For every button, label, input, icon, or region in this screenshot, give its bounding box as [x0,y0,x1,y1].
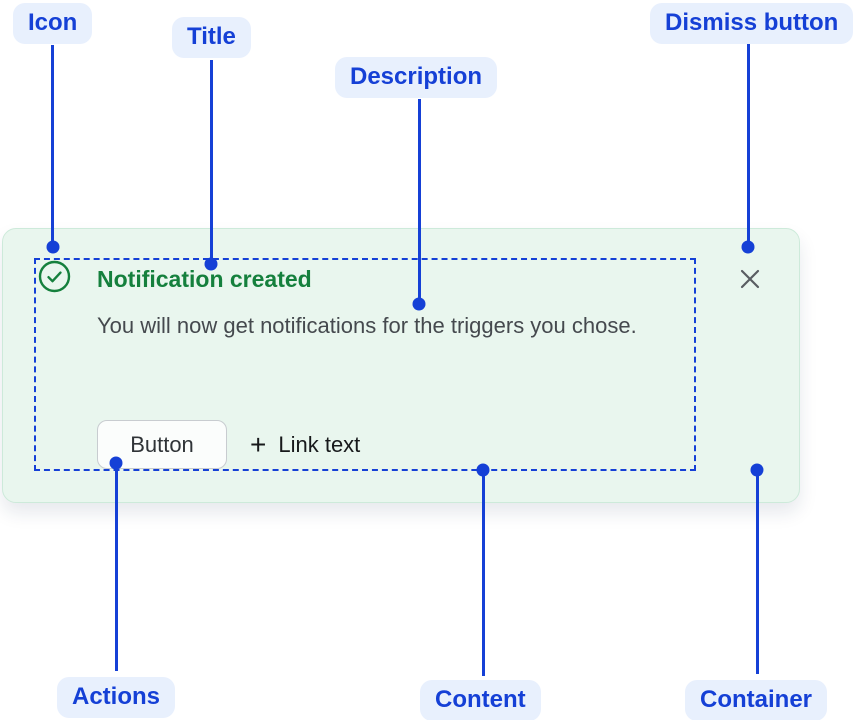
callout-label-description: Description [335,57,498,98]
callout-label-title: Title [172,17,251,58]
callout-line-icon [51,45,54,247]
callout-line-actions [115,463,118,671]
callout-dot-container [750,463,764,477]
notification-title: Notification created [97,266,312,292]
callout-label-icon: Icon [13,3,93,44]
callout-dot-title [204,257,218,271]
check-circle-icon [38,260,71,293]
callout-line-dismiss [747,44,750,247]
plus-icon: + [250,428,267,460]
callout-line-content [482,470,485,676]
notification-description: You will now get notifications for the t… [97,313,637,338]
callout-line-title [210,60,213,264]
dismiss-button[interactable] [734,263,766,295]
callout-dot-actions [109,456,123,470]
callout-dot-content [476,463,490,477]
link-label: Link text [278,431,361,457]
callout-dot-dismiss [741,240,755,254]
callout-label-container: Container [685,680,828,720]
link-action[interactable]: + Link text [250,428,361,460]
callout-label-content: Content [420,680,541,720]
callout-line-container [756,470,759,674]
callout-label-dismiss-button: Dismiss button [650,3,854,44]
close-icon [738,267,762,291]
callout-dot-icon [46,240,60,254]
callout-dot-description [412,297,426,311]
callout-label-actions: Actions [57,677,176,718]
callout-line-description [418,99,421,304]
notification-container: Notification created You will now get no… [2,228,800,503]
content-region-outline [34,258,696,471]
